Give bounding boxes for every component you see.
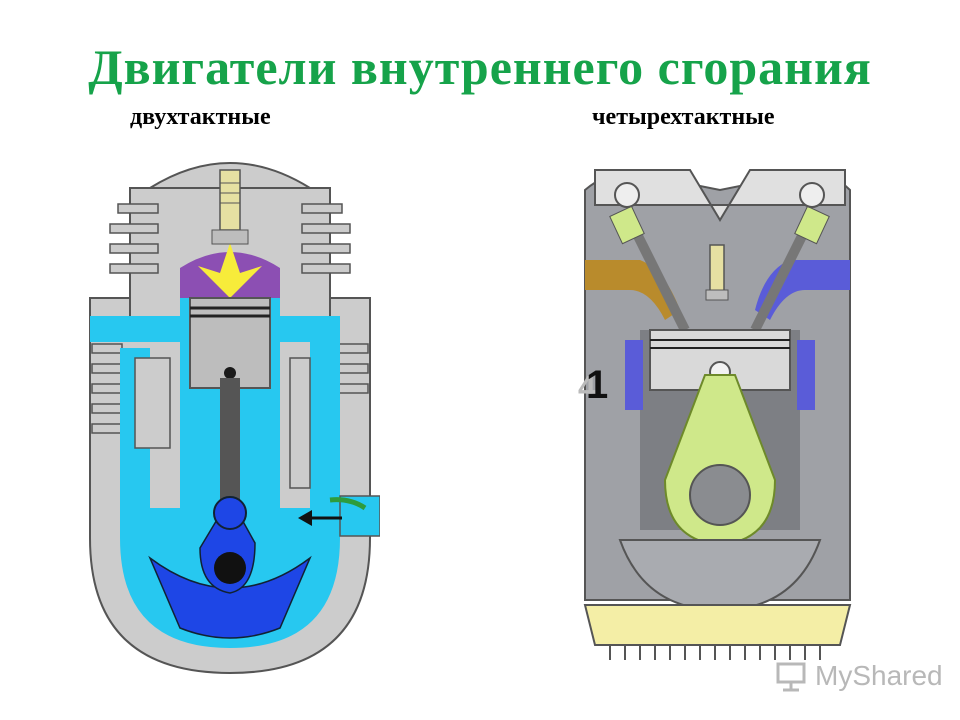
four-stroke-label: четырехтактные (592, 104, 775, 130)
sump-fins (609, 645, 821, 660)
oil-sump (583, 604, 852, 646)
inner-wall-right (289, 357, 311, 489)
cooling-fins-right (301, 203, 369, 394)
four-stroke-engine-diagram: 4 1 (578, 169, 852, 660)
two-stroke-engine-diagram (89, 162, 380, 675)
spark-flash (198, 243, 262, 298)
transfer-channel-right (310, 316, 340, 516)
watermark-logo: MyShared (775, 652, 943, 700)
inner-wall-left (134, 357, 171, 449)
piston-pin (224, 367, 236, 379)
spark-plug-icon (705, 244, 729, 301)
stroke-number-shadow: 4 (578, 369, 596, 405)
stroke-number: 1 (586, 363, 608, 407)
crank-pin (213, 496, 247, 530)
intake-valve (609, 182, 690, 333)
water-jacket-right (797, 340, 815, 410)
two-stroke-label: двухтактные (130, 104, 271, 130)
intake-arrow-icon (298, 497, 367, 526)
crankshaft-center (214, 552, 246, 584)
exhaust-valve (750, 182, 830, 333)
cooling-fins-left (91, 203, 159, 434)
crank-counterweight (148, 555, 312, 639)
cylinder-head-cover (594, 169, 846, 222)
connecting-rod (220, 378, 240, 518)
presentation-board-icon (776, 662, 806, 692)
crank-pin (689, 464, 751, 526)
page-title: Двигатели внутреннего сгорания (88, 39, 872, 95)
spark-plug-icon (211, 169, 249, 245)
water-jacket-left (625, 340, 643, 410)
transfer-port-left (90, 316, 180, 342)
watermark-text: MyShared (815, 660, 943, 691)
